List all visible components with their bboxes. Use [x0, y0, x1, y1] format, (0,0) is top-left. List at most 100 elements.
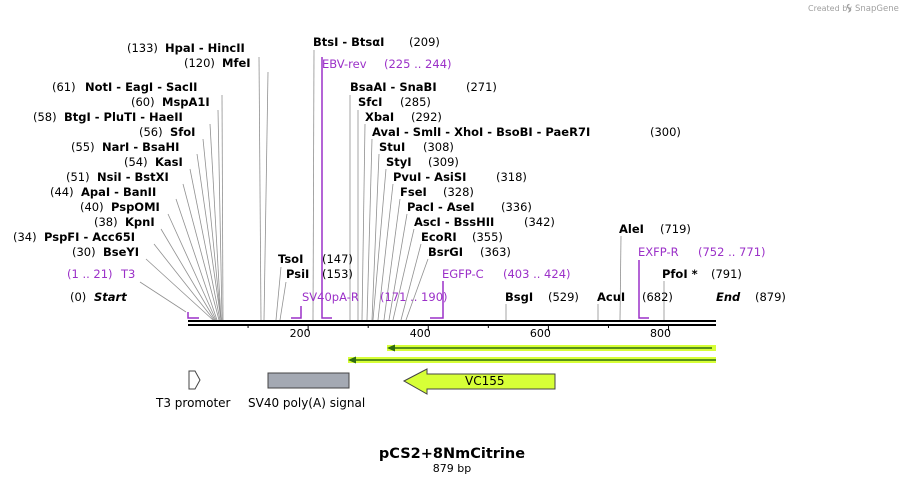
- primer-mark-ebv-rev: [321, 57, 332, 319]
- site-number: (309): [428, 155, 459, 169]
- watermark-created-by: Created by: [808, 4, 852, 13]
- enzyme-label: SfcI: [358, 95, 382, 109]
- enzyme-label: HpaI - HincII: [165, 41, 245, 55]
- enzyme-label: StuI: [379, 140, 405, 154]
- site-number: (120): [184, 56, 215, 70]
- site-number: (318): [496, 170, 527, 184]
- enzyme-label: AvaI - SmlI - XhoI - BsoBI - PaeR7I: [372, 125, 590, 139]
- enzyme-label: ApaI - BanII: [81, 185, 156, 199]
- site-number: (363): [480, 245, 511, 259]
- plasmid-name: pCS2+8NmCitrine: [379, 446, 525, 462]
- enzyme-label: StyI: [386, 155, 412, 169]
- site-number: (55): [71, 140, 95, 154]
- sequence-backbone: [188, 320, 716, 326]
- translation-arrows: [348, 344, 716, 364]
- primer-name: EXFP-R: [638, 245, 679, 259]
- feature-label-t3-promoter: T3 promoter: [155, 396, 231, 410]
- cds-arrow-icon: [402, 368, 556, 395]
- site-number: (60): [131, 95, 155, 109]
- promoter-arrow-icon: [188, 370, 201, 390]
- watermark-brand: SnapGene: [855, 4, 899, 14]
- primer-mark-t3: [187, 312, 199, 319]
- site-number: (30): [72, 245, 96, 259]
- site-number: (56): [139, 125, 163, 139]
- site-number: (271): [466, 80, 497, 94]
- feature-label-vc155: VC155: [465, 374, 505, 388]
- primer-range: (752 .. 771): [698, 245, 766, 259]
- enzyme-label: KasI: [155, 155, 183, 169]
- enzyme-label: TsoI: [278, 252, 303, 266]
- site-number: (529): [548, 290, 579, 304]
- feature-label-sv40-polya: SV40 poly(A) signal: [248, 396, 365, 410]
- site-number: (61): [52, 80, 76, 94]
- primer-labels: (1 .. 21) T3 EBV-rev (225 .. 244) SV40pA…: [67, 57, 766, 304]
- site-number: (336): [501, 200, 532, 214]
- enzyme-label: BseYI: [103, 245, 139, 259]
- site-number: (147): [322, 252, 353, 266]
- primer-mark-exfp-r: [638, 260, 649, 319]
- start-number: (0): [70, 290, 86, 304]
- site-number: (719): [660, 222, 691, 236]
- enzyme-label: BtsI - BtsαI: [313, 35, 384, 49]
- site-number: (292): [411, 110, 442, 124]
- ruler-label: 400: [410, 327, 431, 340]
- primer-range: (171 .. 190): [380, 290, 448, 304]
- enzyme-label: NsiI - BstXI: [97, 170, 169, 184]
- near-site-labels: TsoI (147) PsiI (153) BsgI (529) AcuI (6…: [278, 222, 742, 304]
- enzyme-label: PfoI *: [662, 267, 698, 281]
- primer-range: (1 .. 21): [67, 267, 113, 281]
- primer-marks: [187, 57, 649, 319]
- polya-signal-box: [267, 372, 350, 389]
- enzyme-label: MspA1I: [162, 95, 210, 109]
- site-connectors: [139, 49, 665, 321]
- sequence-ends: (0) Start End (879): [70, 290, 786, 304]
- primer-name: SV40pA-R: [302, 290, 359, 304]
- site-number: (682): [642, 290, 673, 304]
- enzyme-label: BsaAI - SnaBI: [350, 80, 437, 94]
- start-label: Start: [94, 290, 127, 304]
- enzyme-label: MfeI: [222, 56, 251, 70]
- site-number: (285): [400, 95, 431, 109]
- primer-name: EBV-rev: [322, 57, 367, 71]
- site-number: (44): [50, 185, 74, 199]
- feature-labels: T3 promoter SV40 poly(A) signal VC155: [155, 374, 505, 410]
- enzyme-label: XbaI: [365, 110, 394, 124]
- snapgene-logo-icon: [846, 3, 852, 13]
- site-number: (153): [322, 267, 353, 281]
- primer-mark-egfp-c: [430, 281, 444, 319]
- site-number: (209): [409, 35, 440, 49]
- primer-mark-sv40pa-r: [291, 306, 302, 319]
- enzyme-label: PspFI - Acc65I: [44, 230, 135, 244]
- primer-range: (403 .. 424): [503, 267, 571, 281]
- site-number: (58): [33, 110, 57, 124]
- enzyme-label: PvuI - AsiSI: [393, 170, 466, 184]
- ruler-label: 200: [290, 327, 311, 340]
- primer-range: (225 .. 244): [384, 57, 452, 71]
- site-number: (342): [524, 215, 555, 229]
- site-number: (34): [13, 230, 37, 244]
- site-number: (51): [66, 170, 90, 184]
- enzyme-label: PacI - AseI: [407, 200, 475, 214]
- enzyme-label: KpnI: [125, 215, 155, 229]
- site-number: (791): [711, 267, 742, 281]
- site-number: (300): [650, 125, 681, 139]
- enzyme-label: BtgI - PluTI - HaeII: [64, 110, 183, 124]
- site-number: (308): [423, 140, 454, 154]
- enzyme-label: AcuI: [597, 290, 625, 304]
- enzyme-label: BsgI: [505, 290, 533, 304]
- enzyme-label: BsrGI: [428, 245, 463, 259]
- site-number: (355): [472, 230, 503, 244]
- primer-name: EGFP-C: [442, 267, 484, 281]
- site-number: (38): [94, 215, 118, 229]
- left-site-labels: (133) HpaI - HincII (120) MfeI (61) NotI…: [13, 41, 251, 259]
- ruler-label: 800: [650, 327, 671, 340]
- end-number: (879): [755, 290, 786, 304]
- site-number: (328): [443, 185, 474, 199]
- enzyme-label: PspOMI: [111, 200, 160, 214]
- end-label: End: [716, 290, 741, 304]
- site-number: (133): [127, 41, 158, 55]
- enzyme-label: AscI - BssHII: [414, 215, 494, 229]
- plasmid-length: 879 bp: [433, 462, 471, 475]
